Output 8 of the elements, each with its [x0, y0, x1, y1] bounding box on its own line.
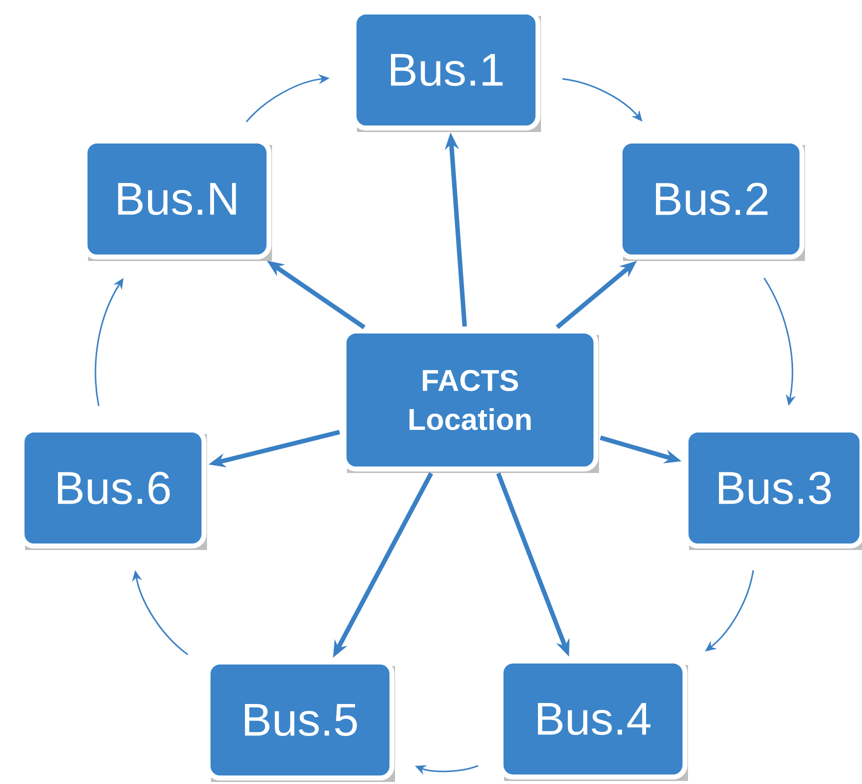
bus-box: Bus.3 [684, 428, 862, 550]
bus-box: Bus.4 [498, 658, 688, 781]
bus-box: Bus.N [82, 138, 272, 261]
bus-box: Bus.1 [352, 10, 541, 132]
bus-box: Bus.5 [206, 660, 395, 782]
bus-box: Bus.6 [20, 428, 207, 550]
bus-box: Bus.2 [618, 138, 805, 261]
bus-box: FACTS Location [342, 328, 599, 473]
